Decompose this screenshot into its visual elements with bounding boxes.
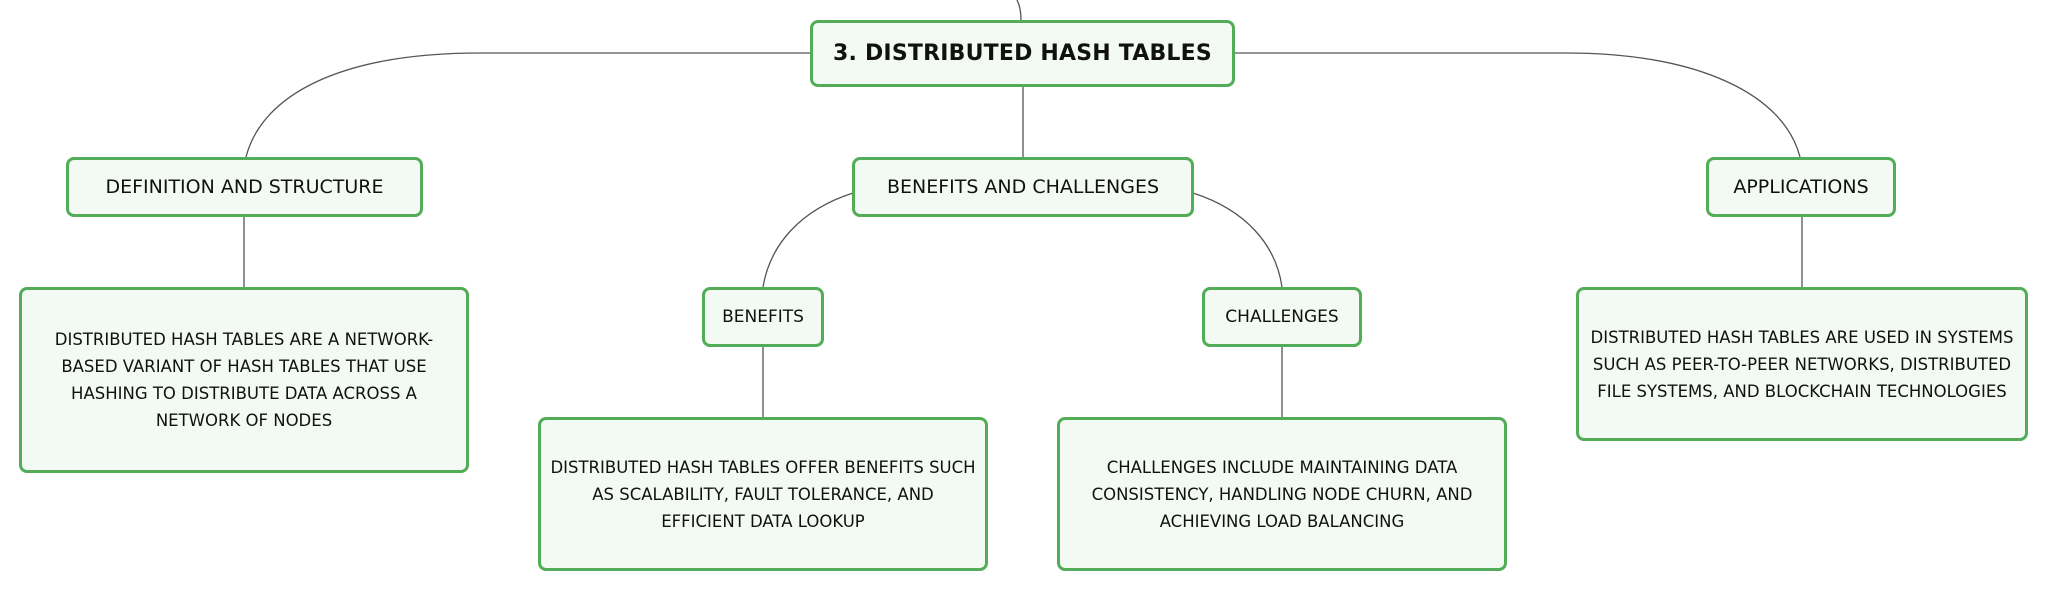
root-label: 3. DISTRIBUTED HASH TABLES <box>833 41 1212 66</box>
topic-label-benefits-and-challenges: BENEFITS AND CHALLENGES <box>886 176 1160 198</box>
connector-root-to-definition <box>245 52 810 158</box>
connector-parent-to-root <box>1016 0 1022 21</box>
detail-text-applications: DISTRIBUTED HASH TABLES ARE USED IN SYST… <box>1590 327 2014 401</box>
subtopic-label-challenges: CHALLENGES <box>1225 307 1339 327</box>
detail-text-challenges: CHALLENGES INCLUDE MAINTAINING DATA CONS… <box>1091 457 1473 531</box>
root-node[interactable]: 3. DISTRIBUTED HASH TABLES <box>810 20 1235 87</box>
connector-root-to-applications <box>1235 52 1801 158</box>
connector-bc-to-challenges <box>1192 192 1283 288</box>
detail-node-benefits[interactable]: DISTRIBUTED HASH TABLES OFFER BENEFITS S… <box>538 417 988 571</box>
topic-node-applications[interactable]: APPLICATIONS <box>1706 157 1896 217</box>
topic-node-benefits-and-challenges[interactable]: BENEFITS AND CHALLENGES <box>852 157 1194 217</box>
subtopic-label-benefits: BENEFITS <box>722 307 804 327</box>
detail-node-definition[interactable]: DISTRIBUTED HASH TABLES ARE A NETWORK-BA… <box>19 287 469 473</box>
topic-label-definition-and-structure: DEFINITION AND STRUCTURE <box>105 176 384 198</box>
subtopic-node-challenges[interactable]: CHALLENGES <box>1202 287 1362 347</box>
detail-node-applications[interactable]: DISTRIBUTED HASH TABLES ARE USED IN SYST… <box>1576 287 2028 441</box>
detail-text-definition: DISTRIBUTED HASH TABLES ARE A NETWORK-BA… <box>54 330 434 430</box>
topic-label-applications: APPLICATIONS <box>1733 176 1869 198</box>
detail-node-challenges[interactable]: CHALLENGES INCLUDE MAINTAINING DATA CONS… <box>1057 417 1507 571</box>
topic-node-definition-and-structure[interactable]: DEFINITION AND STRUCTURE <box>66 157 423 217</box>
connector-bc-to-benefits <box>762 192 854 288</box>
subtopic-node-benefits[interactable]: BENEFITS <box>702 287 824 347</box>
detail-text-benefits: DISTRIBUTED HASH TABLES OFFER BENEFITS S… <box>550 457 976 531</box>
